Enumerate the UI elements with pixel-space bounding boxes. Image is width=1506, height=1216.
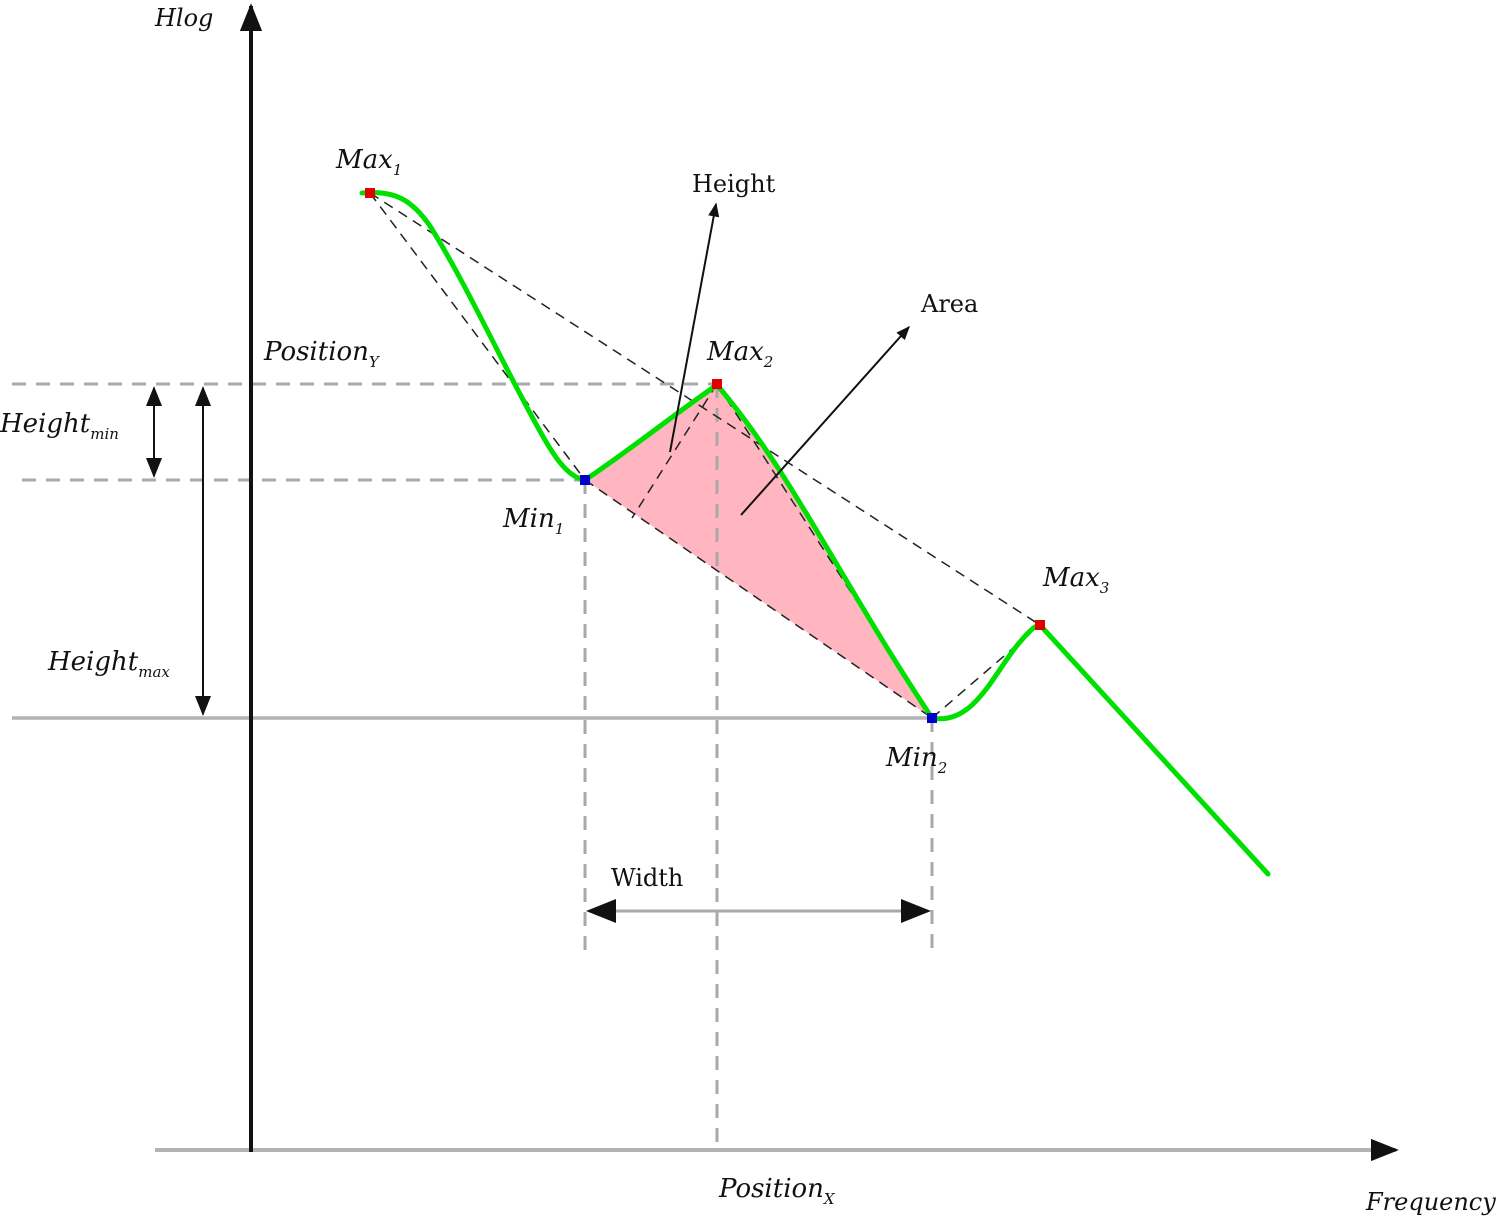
height-label: Height: [692, 170, 776, 198]
max1-marker: [365, 188, 375, 198]
height-pointer-arrow: [669, 202, 720, 453]
max2-marker: [712, 379, 722, 389]
position-y-label: PositionY: [263, 337, 381, 371]
height-min-label: Heightmin: [0, 409, 119, 443]
y-axis-label: Hlog: [154, 4, 213, 32]
spectrum-curve: [359, 189, 1271, 877]
min2-label: Min2: [885, 743, 947, 777]
max2-label: Max2: [706, 337, 773, 371]
max3-marker: [1035, 620, 1045, 630]
area-region: [585, 385, 932, 718]
width-label: Width: [611, 864, 683, 892]
height-max-label: Heightmax: [47, 647, 170, 681]
max3-label: Max3: [1042, 563, 1109, 597]
min1-min2-chord: [584, 479, 933, 719]
area-pointer-arrow: [740, 325, 910, 516]
area-label: Area: [920, 290, 978, 318]
min2-max3-chord: [931, 624, 1041, 719]
height-projection: [631, 383, 718, 519]
min2-marker: [927, 713, 937, 723]
min1-marker: [580, 475, 590, 485]
min1-label: Min1: [502, 504, 564, 538]
x-axis-label: Frequency: [1365, 1188, 1496, 1216]
max1-max3-chord: [369, 192, 1041, 626]
position-x-label: PositionX: [718, 1174, 836, 1208]
max1-label: Max1: [335, 145, 402, 179]
max1-min1-chord: [369, 192, 586, 481]
